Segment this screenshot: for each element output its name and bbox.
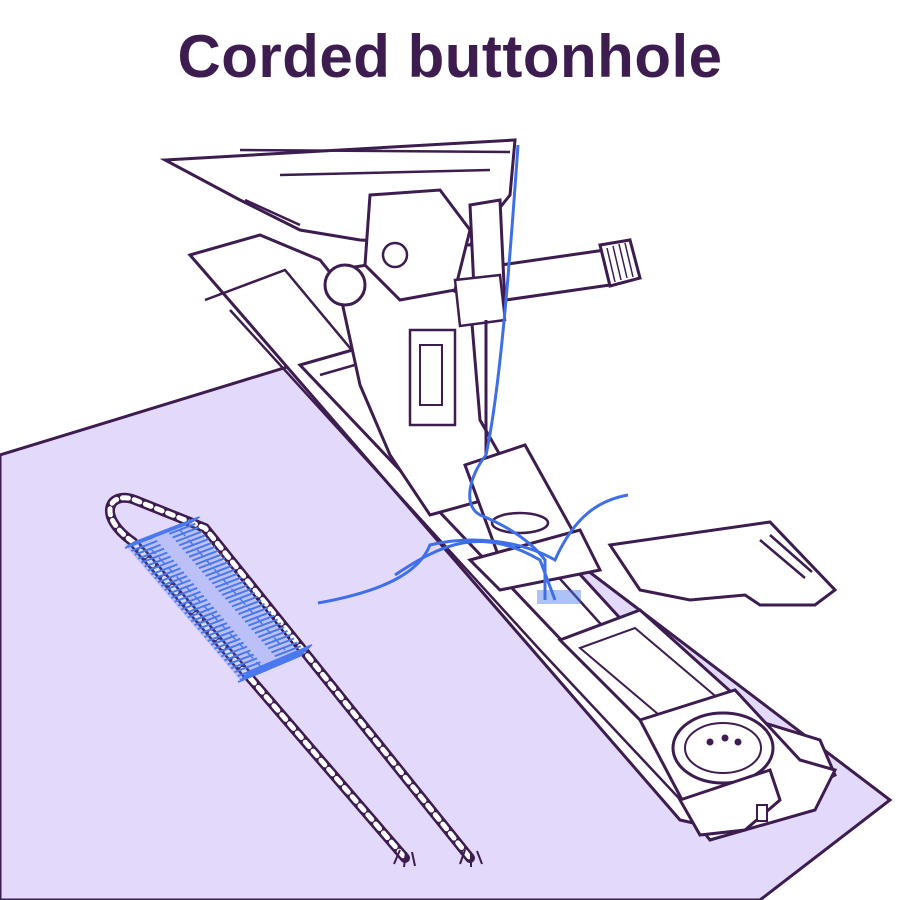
finished-buttonhole	[105, 492, 483, 868]
machine-presser-assembly	[159, 138, 642, 604]
buttonhole-stitching	[124, 516, 313, 683]
thread-icon	[317, 144, 629, 605]
button-icon	[671, 711, 775, 785]
button-holder	[637, 688, 838, 842]
page-title: Corded buttonhole	[177, 23, 723, 90]
